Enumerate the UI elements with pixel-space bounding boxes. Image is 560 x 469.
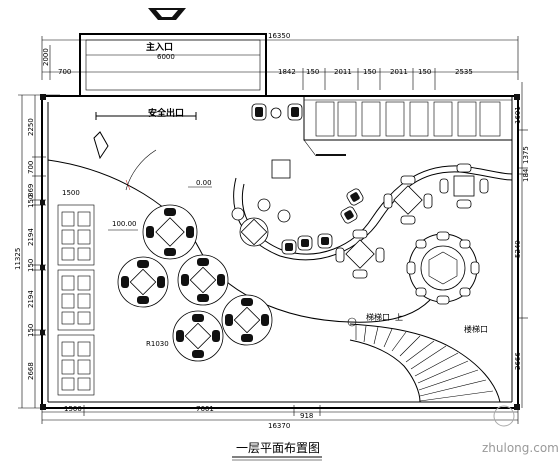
dim-top-8: 150 — [418, 68, 431, 76]
dim-left-6: 150 — [27, 259, 35, 272]
stair-up-label: 上 — [395, 313, 403, 322]
dim-bottom-3: 918 — [300, 412, 313, 420]
square-table-sets — [335, 163, 489, 279]
dim-right-2: 1375 — [522, 146, 530, 164]
dim-left-5: 2194 — [27, 228, 35, 246]
dim-top-3: 1842 — [278, 68, 296, 76]
level-marks: 0.00 100.00 — [108, 179, 212, 231]
large-round-table — [406, 231, 480, 305]
plant-icon — [93, 131, 109, 160]
dim-top-7: 2011 — [390, 68, 408, 76]
dimension-lines — [18, 36, 528, 424]
dim-top-9: 2535 — [455, 68, 473, 76]
dim-top-5: 2011 — [334, 68, 352, 76]
dimension-texts: 16350 700 6000 1842 150 2011 150 2011 15… — [14, 32, 530, 430]
safety-exit: 安全出口 — [95, 107, 197, 120]
annotation-flag — [316, 154, 346, 156]
left-booth-seating — [57, 204, 95, 396]
dim-left-8: 150 — [27, 324, 35, 337]
square-table — [271, 159, 291, 179]
top-right-booths — [303, 95, 513, 157]
dim-left-3: 869 — [27, 184, 35, 197]
dim-top-4: 150 — [306, 68, 319, 76]
entrance-vestibule — [79, 33, 267, 97]
drawing-title-block: 一层平面布置图 — [232, 441, 322, 461]
dim-left-total: 11325 — [14, 248, 22, 270]
safety-exit-label: 安全出口 — [148, 107, 184, 119]
stair-hall-label: 楼梯口 — [464, 324, 488, 334]
dim-top-total: 16350 — [268, 32, 290, 40]
round-table-sets: R1030 — [117, 204, 273, 362]
dim-top-6: 150 — [363, 68, 376, 76]
round-table-set — [172, 310, 224, 362]
dim-left-2: 700 — [27, 161, 35, 174]
stair-mouth-label: 梯梯口 — [366, 312, 390, 322]
radius-label: R1030 — [146, 340, 169, 348]
dim-top-2: 6000 — [157, 53, 175, 61]
sofa-group-top — [251, 103, 303, 121]
watermark: zhulong.com — [482, 405, 559, 455]
dim-left-1: 2250 — [27, 118, 35, 136]
drawing-title: 一层平面布置图 — [236, 441, 320, 455]
main-entrance: 主入口 — [79, 8, 267, 97]
spiral-staircase: 梯梯口 上 楼梯口 — [347, 312, 501, 403]
dim-left-4: 150 — [27, 195, 35, 208]
watermark-logo-icon — [493, 405, 515, 427]
dim-right-3: 184 — [522, 168, 530, 182]
dim-top-1: 700 — [58, 68, 71, 76]
dim-left-7: 2194 — [27, 290, 35, 308]
dim-bottom-total: 16370 — [268, 422, 290, 430]
mid-sofa-cluster — [231, 188, 364, 255]
level-label-2: 100.00 — [112, 220, 137, 228]
dim-left-9: 2668 — [27, 362, 35, 380]
round-table-set — [117, 256, 169, 308]
square-table-set — [335, 229, 385, 279]
dim-left-inner-1500: 1500 — [62, 189, 80, 197]
watermark-text: zhulong.com — [482, 441, 559, 455]
dim-entry-depth: 2000 — [42, 48, 50, 66]
round-table-set — [177, 254, 229, 306]
level-label-1: 0.00 — [196, 179, 212, 187]
round-table-set — [221, 294, 273, 346]
round-table-set — [142, 204, 198, 260]
square-table-set — [383, 175, 433, 225]
main-entrance-label: 主入口 — [146, 41, 173, 53]
square-table-set — [439, 163, 489, 209]
leader-line — [125, 149, 157, 191]
